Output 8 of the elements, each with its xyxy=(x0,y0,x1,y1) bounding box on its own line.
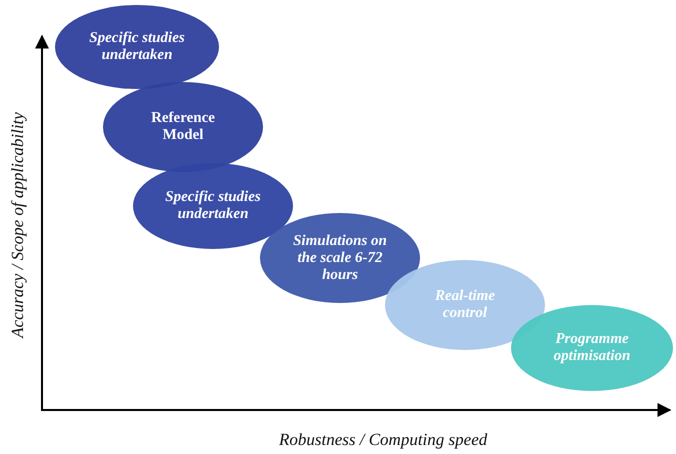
node-label: Simulations on the scale 6-72 hours xyxy=(292,232,388,284)
axis-title: Robustness / Computing speed xyxy=(279,430,488,450)
node-label: Specific studies undertaken xyxy=(88,30,186,64)
node-label: Programme optimisation xyxy=(552,331,632,365)
node-label: Real-time control xyxy=(434,288,496,322)
node-label: Reference Model xyxy=(150,110,216,144)
axis-title: Accuracy / Scope of applicability xyxy=(8,112,28,338)
node-label: Specific studies undertaken xyxy=(164,189,262,223)
